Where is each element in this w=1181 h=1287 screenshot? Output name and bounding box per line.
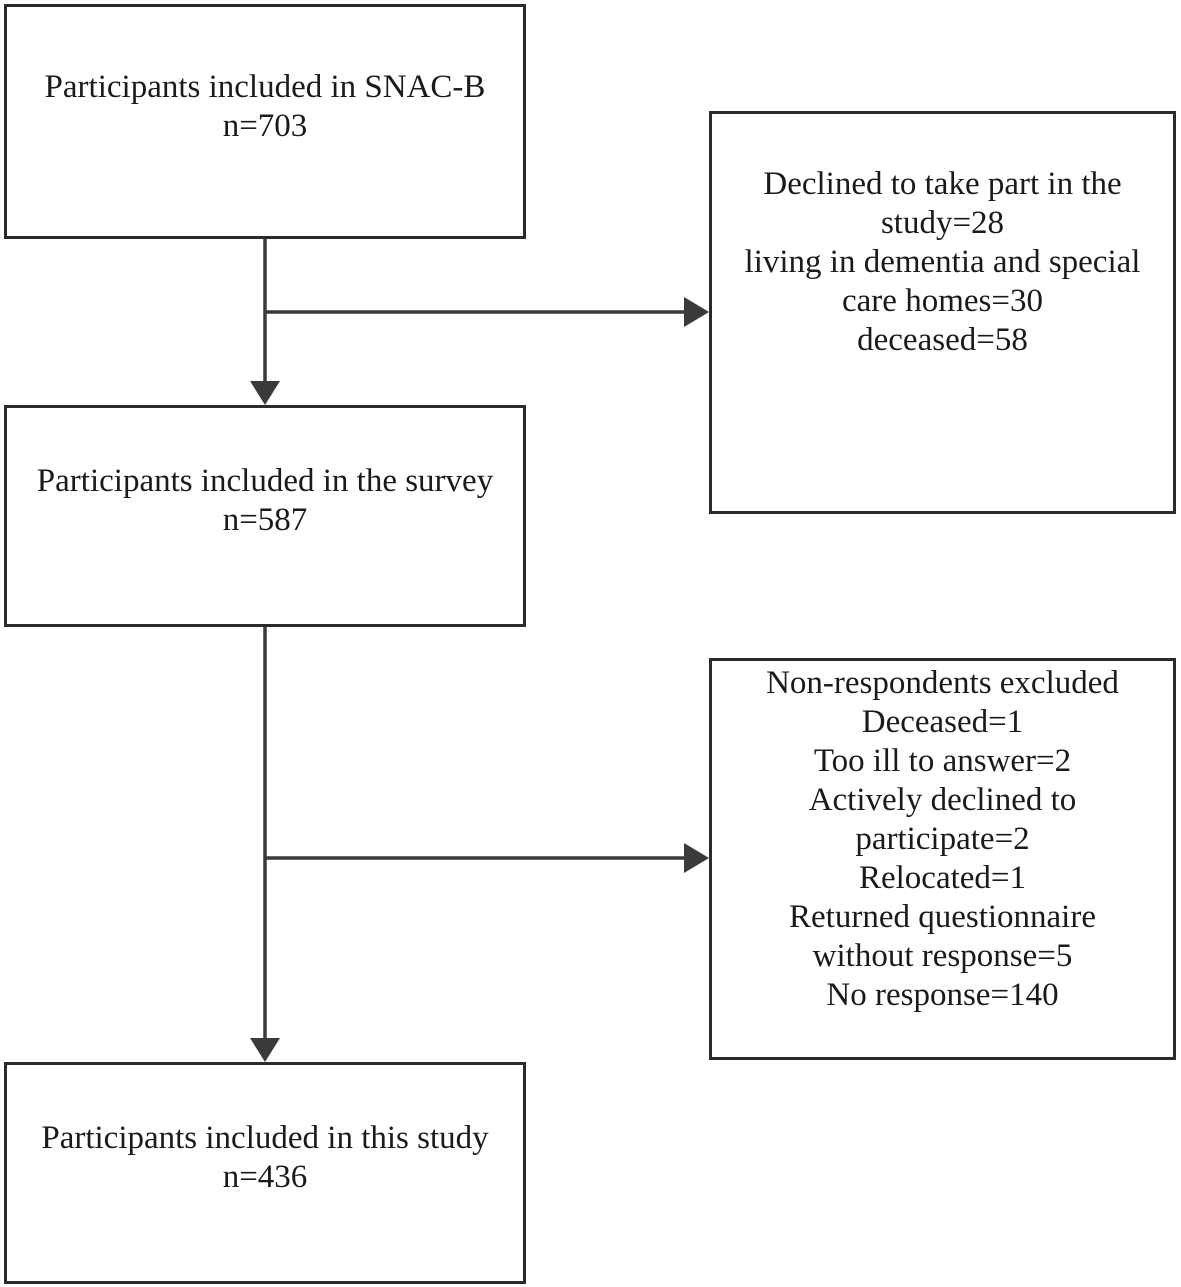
- exclusion-line: deceased=58: [857, 322, 1028, 358]
- box-participants-study: Participants included in this study n=43…: [4, 1062, 526, 1284]
- arrowhead-right-1: [684, 297, 709, 327]
- box-participants-survey: Participants included in the survey n=58…: [4, 405, 526, 627]
- arrowhead-down-2: [250, 1038, 280, 1062]
- exclusion-line: Actively declined to: [808, 781, 1077, 818]
- exclusion-line: living in dementia and special: [744, 244, 1141, 280]
- exclusion-line: study=28: [880, 205, 1005, 241]
- box-count: n=587: [222, 502, 308, 538]
- box-title: Participants included in SNAC-B: [44, 68, 486, 105]
- box-count: n=703: [222, 107, 308, 144]
- box-exclusions-first: Declined to take part in the study=28 li…: [709, 111, 1176, 514]
- box-participants-snac-b: Participants included in SNAC-B n=703: [4, 4, 526, 239]
- exclusion-line: participate=2: [855, 820, 1030, 857]
- box-count: n=436: [222, 1159, 308, 1195]
- box-title: Participants included in the survey: [36, 463, 494, 499]
- exclusion-line: Too ill to answer=2: [813, 742, 1072, 779]
- box-exclusions-second: Non-respondents excluded Deceased=1 Too …: [709, 658, 1176, 1060]
- arrowhead-right-2: [684, 843, 709, 873]
- box-title: Participants included in this study: [41, 1120, 489, 1156]
- exclusion-line: care homes=30: [842, 283, 1043, 319]
- exclusion-line: Non-respondents excluded: [766, 664, 1119, 701]
- exclusion-line: Relocated=1: [858, 859, 1027, 896]
- exclusion-line: No response=140: [826, 976, 1059, 1013]
- arrowhead-down-1: [250, 381, 280, 405]
- exclusion-line: Returned questionnaire: [789, 898, 1096, 935]
- exclusion-line: Deceased=1: [861, 703, 1024, 740]
- exclusion-line: Declined to take part in the: [763, 166, 1122, 202]
- exclusion-line: without response=5: [812, 937, 1073, 974]
